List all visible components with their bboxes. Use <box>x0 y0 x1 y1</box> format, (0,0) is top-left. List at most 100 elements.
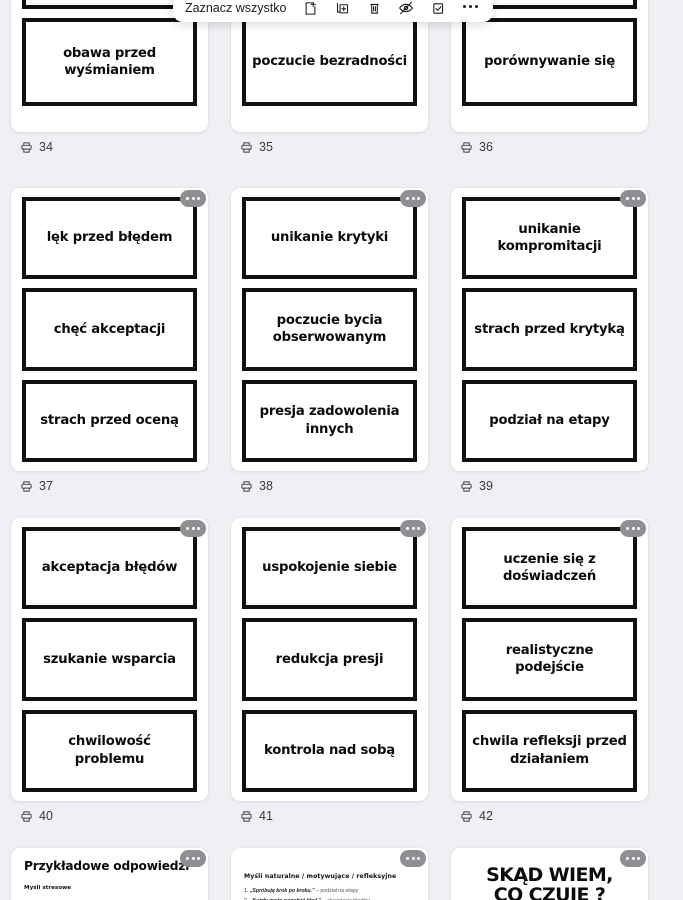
page-cell-41[interactable]: uspokojenie siebie redukcja presji kontr… <box>231 518 428 823</box>
page-card-44[interactable]: Myśli naturalne / motywujące / refleksyj… <box>231 848 428 900</box>
text-box[interactable]: chwila refleksji przed działaniem <box>462 709 637 792</box>
page-card-37[interactable]: lęk przed błędem chęć akceptacji strach … <box>11 188 208 471</box>
text-box[interactable]: poczucie bezradności <box>242 18 417 106</box>
page-cell-44[interactable]: Myśli naturalne / motywujące / refleksyj… <box>231 848 428 900</box>
text-box[interactable]: strach przed krytyką <box>462 288 637 371</box>
text-box[interactable]: unikanie krytyki <box>242 197 417 280</box>
text-box[interactable]: redukcja presji <box>242 618 417 701</box>
text-box[interactable]: realistyczne podejście <box>462 618 637 701</box>
card-more-button[interactable] <box>620 520 646 537</box>
delete-page-icon[interactable] <box>360 0 388 18</box>
duplicate-page-icon[interactable] <box>328 0 356 18</box>
select-all-label[interactable]: Zaznacz wszystko <box>185 1 287 15</box>
page-cell-35[interactable]: poczucie bezradności 35 <box>231 0 428 154</box>
page-cell-45[interactable]: SKĄD WIEM, CO CZUJĘ ? <box>451 848 648 900</box>
card-more-button[interactable] <box>400 190 426 207</box>
page-cell-37[interactable]: lęk przed błędem chęć akceptacji strach … <box>11 188 208 493</box>
page-caption: 37 <box>11 479 208 493</box>
text-box-label: uczenie się z doświadczeń <box>502 551 597 585</box>
page-card-42[interactable]: uczenie się z doświadczeń realistyczne p… <box>451 518 648 801</box>
page-caption: 39 <box>451 479 648 493</box>
text-box-label: unikanie krytyki <box>270 230 389 246</box>
page-cell-43[interactable]: Przykładowe odpowiedzi Myśli stresowe <box>11 848 208 900</box>
page-card-43[interactable]: Przykładowe odpowiedzi Myśli stresowe <box>11 848 208 900</box>
text-box[interactable]: lęk przed błędem <box>22 197 197 280</box>
text-box[interactable]: podział na etapy <box>462 379 637 462</box>
page-cell-34[interactable]: perfekcjonizm obawa przed wyśmianiem 34 <box>11 0 208 154</box>
doc-title-line2: CO CZUJĘ ? <box>493 884 606 900</box>
doc-list: 1. „Spróbuję krok po kroku.” – podział n… <box>244 887 415 900</box>
text-box[interactable]: unikanie kompromitacji <box>462 197 637 280</box>
page-icon <box>21 480 32 492</box>
doc-title: Przykładowe odpowiedzi <box>24 859 190 873</box>
selection-toolbar[interactable]: Zaznacz wszystko <box>173 0 493 22</box>
page-cell-40[interactable]: akceptacja błędów szukanie wsparcia chwi… <box>11 518 208 823</box>
page-card-38[interactable]: unikanie krytyki poczucie bycia obserwow… <box>231 188 428 471</box>
text-box[interactable]: strach przed oceną <box>22 379 197 462</box>
page-number: 42 <box>479 809 493 823</box>
page-cell-42[interactable]: uczenie się z doświadczeń realistyczne p… <box>451 518 648 823</box>
page-icon <box>241 480 252 492</box>
text-box-label: lęk przed błędem <box>46 230 173 246</box>
page-card-41[interactable]: uspokojenie siebie redukcja presji kontr… <box>231 518 428 801</box>
insert-page-icon[interactable] <box>296 0 324 18</box>
card-more-button[interactable] <box>620 850 646 867</box>
page-cell-39[interactable]: unikanie kompromitacji strach przed kryt… <box>451 188 648 493</box>
text-box-label: strach przed krytyką <box>474 321 625 337</box>
row-34-36: perfekcjonizm obawa przed wyśmianiem 34 <box>0 0 683 162</box>
text-box[interactable]: obawa przed wyśmianiem <box>22 18 197 106</box>
page-card-39[interactable]: unikanie kompromitacji strach przed kryt… <box>451 188 648 471</box>
page-card-34[interactable]: perfekcjonizm obawa przed wyśmianiem <box>11 0 208 132</box>
doc-heading: Myśli naturalne / motywujące / refleksyj… <box>244 873 397 880</box>
page-caption: 41 <box>231 809 428 823</box>
page-cell-36[interactable]: opinią innych porównywanie się 36 <box>451 0 648 154</box>
text-box[interactable]: presja zadowolenia innych <box>242 379 417 462</box>
page-card-40[interactable]: akceptacja błędów szukanie wsparcia chwi… <box>11 518 208 801</box>
text-box[interactable]: kontrola nad sobą <box>242 709 417 792</box>
text-box[interactable]: uczenie się z doświadczeń <box>462 527 637 610</box>
list-item-number: 2. <box>244 898 248 900</box>
page-card-45[interactable]: SKĄD WIEM, CO CZUJĘ ? <box>451 848 648 900</box>
text-box[interactable]: szukanie wsparcia <box>22 618 197 701</box>
text-box-label: podział na etapy <box>489 413 610 429</box>
text-box-label: poczucie bezradności <box>252 54 407 70</box>
text-box[interactable]: chęć akceptacji <box>22 288 197 371</box>
text-box[interactable]: poczucie bycia obserwowanym <box>242 288 417 371</box>
text-box[interactable]: chwilowość problemu <box>22 709 197 792</box>
text-box-label: szukanie wsparcia <box>43 651 176 667</box>
page-number: 35 <box>259 140 273 154</box>
page-number: 39 <box>479 479 493 493</box>
text-box-label: chwilowość problemu <box>68 734 151 767</box>
card-more-button[interactable] <box>400 850 426 867</box>
text-box[interactable]: porównywanie się <box>462 18 637 106</box>
page-card-36[interactable]: opinią innych porównywanie się <box>451 0 648 132</box>
text-box[interactable]: uspokojenie siebie <box>242 527 417 610</box>
page-caption: 36 <box>451 140 648 154</box>
text-box[interactable]: akceptacja błędów <box>22 527 197 610</box>
card-more-button[interactable] <box>620 190 646 207</box>
text-box[interactable]: perfekcjonizm <box>22 0 197 9</box>
select-page-icon[interactable] <box>424 0 452 18</box>
page-caption: 40 <box>11 809 208 823</box>
more-options-icon[interactable] <box>456 0 484 18</box>
card-more-button[interactable] <box>180 850 206 867</box>
page-number: 38 <box>259 479 273 493</box>
page-caption: 42 <box>451 809 648 823</box>
card-more-button[interactable] <box>180 190 206 207</box>
text-box-label: porównywanie się <box>484 54 615 70</box>
doc-subtitle: Myśli stresowe <box>24 885 72 892</box>
text-box-label: akceptacja błędów <box>41 560 178 576</box>
card-more-button[interactable] <box>180 520 206 537</box>
page-number: 37 <box>39 479 53 493</box>
text-box-label: kontrola nad sobą <box>264 743 395 759</box>
row-40-42: akceptacja błędów szukanie wsparcia chwi… <box>0 518 683 848</box>
card-more-button[interactable] <box>400 520 426 537</box>
page-icon <box>21 141 32 153</box>
hide-page-icon[interactable] <box>392 0 420 18</box>
page-cell-38[interactable]: unikanie krytyki poczucie bycia obserwow… <box>231 188 428 493</box>
page-icon <box>21 810 32 822</box>
page-icon <box>461 480 472 492</box>
list-item-quote: „Spróbuję krok po kroku.” <box>249 888 315 894</box>
page-icon <box>461 810 472 822</box>
